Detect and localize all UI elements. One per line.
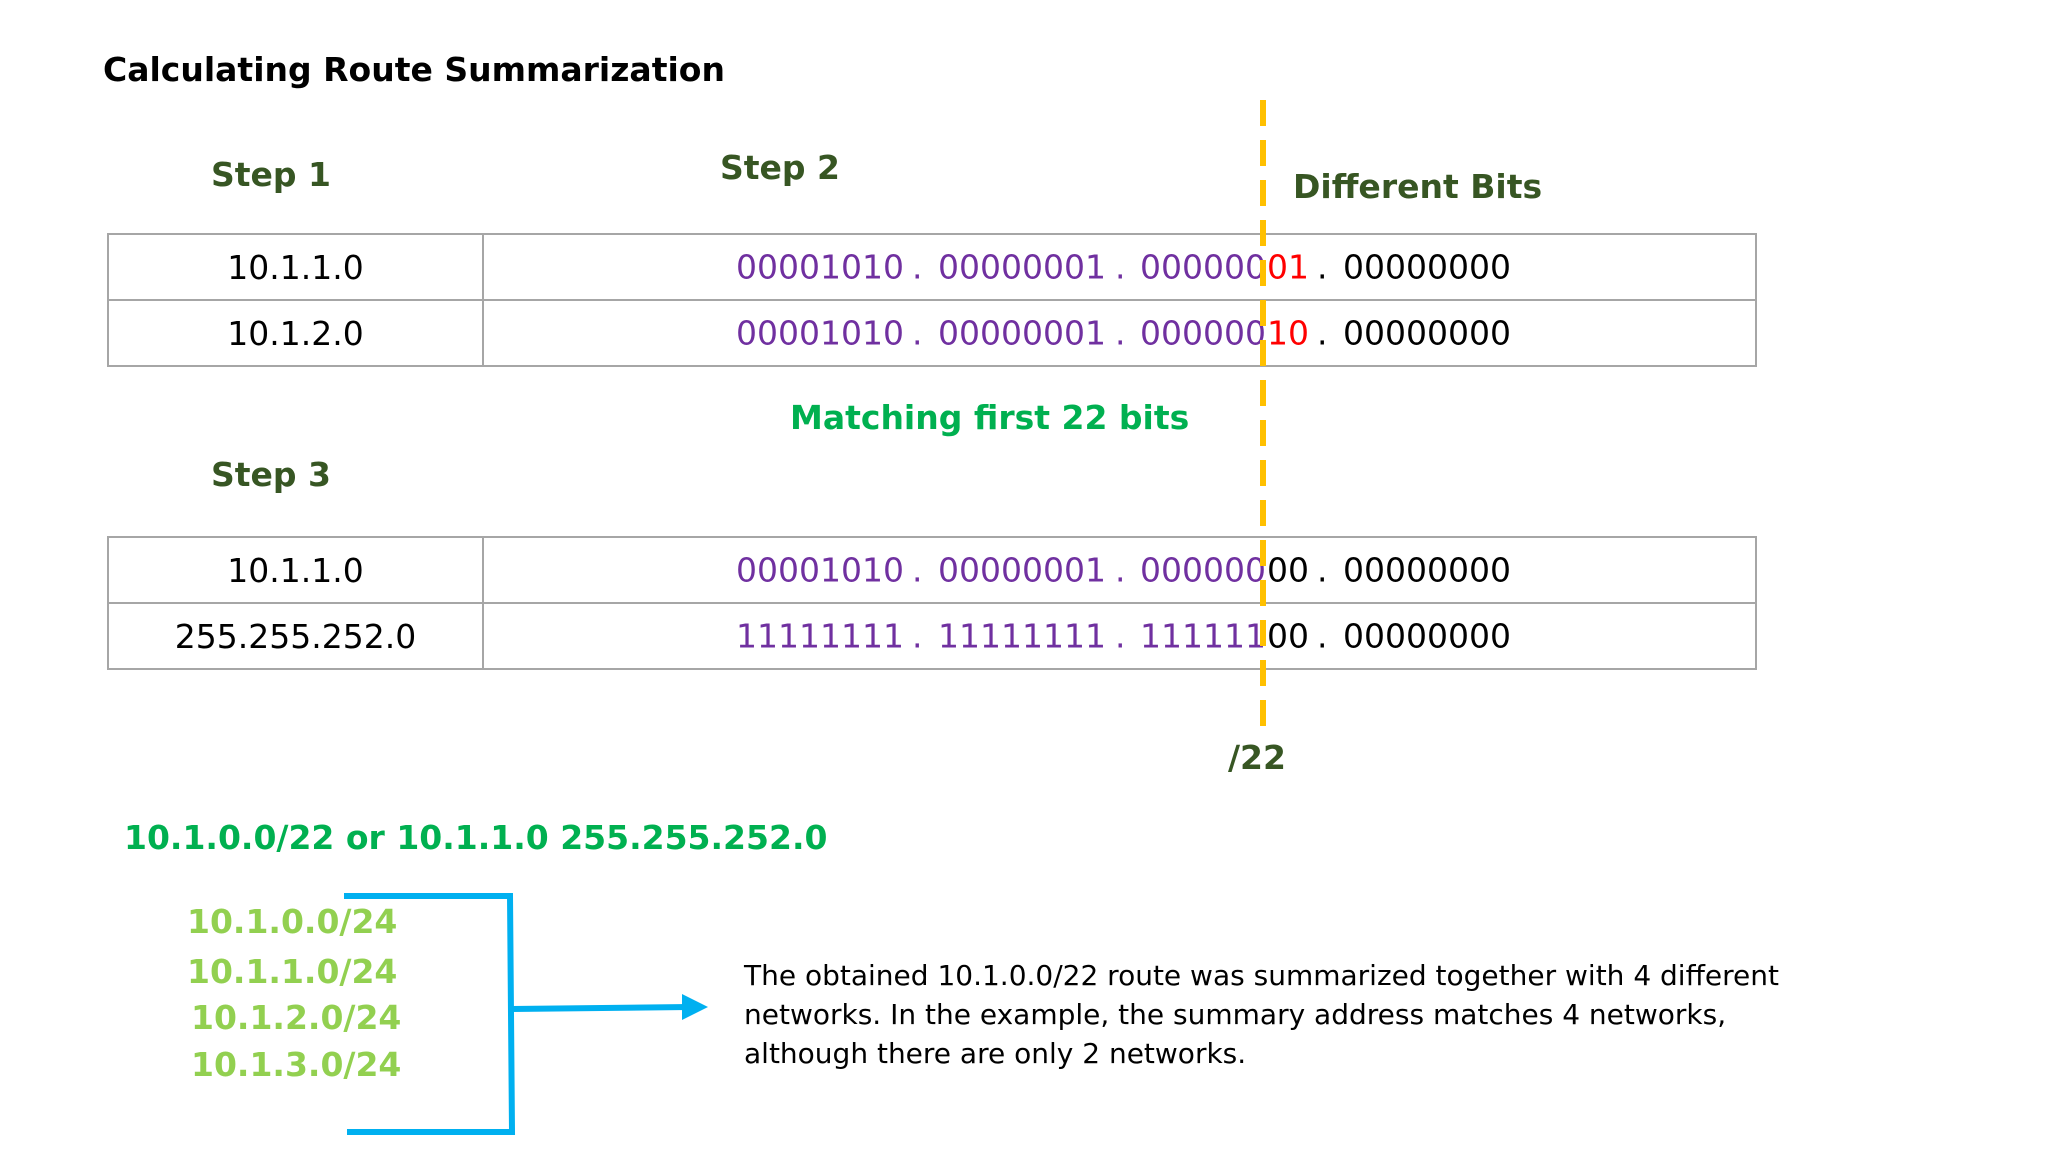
dot: . xyxy=(1115,616,1126,656)
octet-3-different: 01 xyxy=(1267,247,1309,287)
octet-4: 00000000 xyxy=(1343,616,1511,656)
dot: . xyxy=(912,313,923,353)
different-bits-label: Different Bits xyxy=(1293,167,1543,206)
step1-label: Step 1 xyxy=(211,155,331,194)
octet-3-matching: 000000 xyxy=(1140,313,1266,353)
arrow-shaft xyxy=(511,1004,691,1012)
network-item: 10.1.3.0/24 xyxy=(191,1045,402,1084)
table-row: 255.255.252.0 11111111 . 11111111 . 1111… xyxy=(107,602,1757,670)
octet-2: 00000001 xyxy=(938,313,1106,353)
table-row: 10.1.2.0 00001010 . 00000001 . 000000 10… xyxy=(107,299,1757,367)
ip-cell: 255.255.252.0 xyxy=(107,602,484,670)
step2-label: Step 2 xyxy=(720,148,840,187)
dot: . xyxy=(1115,247,1126,287)
octet-3-matching: 000000 xyxy=(1140,247,1266,287)
matching-bits-label: Matching first 22 bits xyxy=(790,398,1190,437)
octet-3-host: 00 xyxy=(1267,550,1309,590)
octet-1: 00001010 xyxy=(736,247,904,287)
octet-4: 00000000 xyxy=(1343,247,1511,287)
octet-1: 00001010 xyxy=(736,550,904,590)
summary-table: 10.1.1.0 00001010 . 00000001 . 000000 00… xyxy=(107,536,1757,670)
binary-cell: 00001010 . 00000001 . 000000 10 . 000000… xyxy=(482,299,1757,367)
table-row: 10.1.1.0 00001010 . 00000001 . 000000 01… xyxy=(107,233,1757,301)
octet-2: 11111111 xyxy=(938,616,1106,656)
network-item: 10.1.0.0/24 xyxy=(187,902,398,941)
dot: . xyxy=(1317,313,1328,353)
octet-1: 11111111 xyxy=(736,616,904,656)
octet-3-matching: 111111 xyxy=(1140,616,1266,656)
dot: . xyxy=(1115,313,1126,353)
binary-cell: 11111111 . 11111111 . 111111 00 . 000000… xyxy=(482,602,1757,670)
comparison-table: 10.1.1.0 00001010 . 00000001 . 000000 01… xyxy=(107,233,1757,367)
octet-2: 00000001 xyxy=(938,550,1106,590)
ip-cell: 10.1.1.0 xyxy=(107,233,484,301)
prefix-length-label: /22 xyxy=(1228,738,1286,777)
octet-3-matching: 000000 xyxy=(1140,550,1266,590)
binary-cell: 00001010 . 00000001 . 000000 00 . 000000… xyxy=(482,536,1757,604)
octet-1: 00001010 xyxy=(736,313,904,353)
ip-cell: 10.1.1.0 xyxy=(107,536,484,604)
summary-address: 10.1.0.0/22 or 10.1.1.0 255.255.252.0 xyxy=(124,818,828,857)
ip-cell: 10.1.2.0 xyxy=(107,299,484,367)
octet-4: 00000000 xyxy=(1343,313,1511,353)
dot: . xyxy=(1317,616,1328,656)
arrow-icon xyxy=(682,994,708,1020)
octet-4: 00000000 xyxy=(1343,550,1511,590)
dot: . xyxy=(912,550,923,590)
octet-3-host: 00 xyxy=(1267,616,1309,656)
binary-cell: 00001010 . 00000001 . 000000 01 . 000000… xyxy=(482,233,1757,301)
octet-3-different: 10 xyxy=(1267,313,1309,353)
page-title: Calculating Route Summarization xyxy=(103,50,725,89)
dot: . xyxy=(912,247,923,287)
explanation-text: The obtained 10.1.0.0/22 route was summa… xyxy=(744,959,1779,1070)
table-row: 10.1.1.0 00001010 . 00000001 . 000000 00… xyxy=(107,536,1757,604)
network-bracket xyxy=(344,893,516,1135)
network-item: 10.1.2.0/24 xyxy=(191,998,402,1037)
octet-2: 00000001 xyxy=(938,247,1106,287)
dot: . xyxy=(1115,550,1126,590)
dot: . xyxy=(1317,247,1328,287)
network-item: 10.1.1.0/24 xyxy=(187,952,398,991)
dot: . xyxy=(1317,550,1328,590)
step3-label: Step 3 xyxy=(211,455,331,494)
dot: . xyxy=(912,616,923,656)
